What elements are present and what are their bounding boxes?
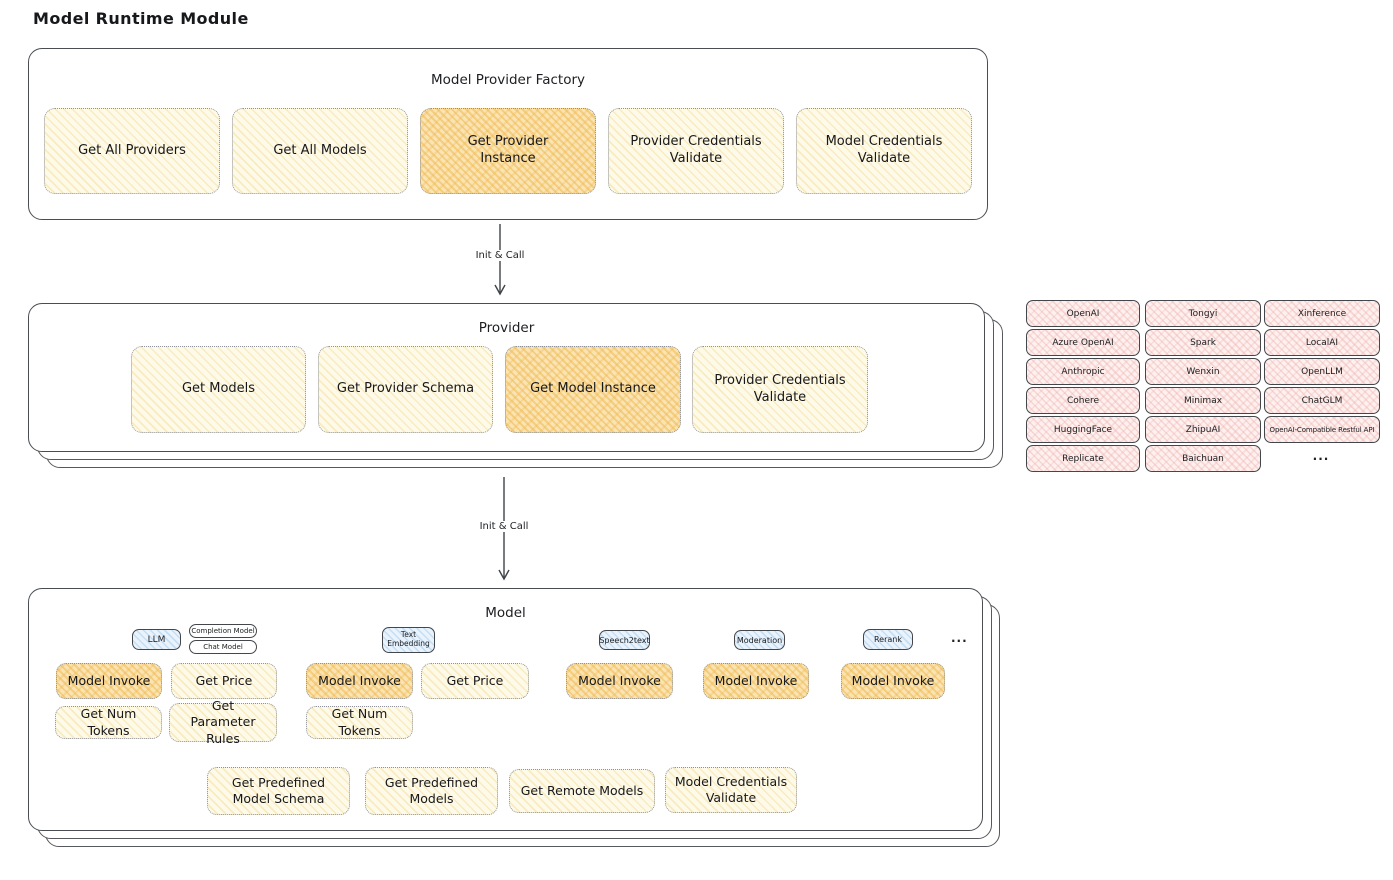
factory-box: Model Provider Factory Get All Providers… [28,48,988,220]
arrow-init-call-1-icon [494,224,506,296]
op-model-credentials-validate: Model Credentials Validate [665,767,797,813]
op-get-predefined-model-schema: Get Predefined Model Schema [207,767,350,815]
factory-get-all-providers: Get All Providers [44,108,220,194]
provider-item-azure-openai: Azure OpenAI [1026,329,1140,356]
provider-title: Provider [478,320,535,336]
tag-chat-model: Chat Model [189,640,257,654]
arrow-2-label: Init & Call [475,521,533,532]
tag-llm: LLM [132,629,181,650]
provider-box: Provider Get Models Get Provider Schema … [28,303,985,452]
provider-item-xinference: Xinference [1264,300,1380,327]
provider-item-zhipuai: ZhipuAI [1145,416,1261,443]
factory-get-provider-instance-label: Get Provider Instance [467,134,549,166]
op-llm-model-invoke: Model Invoke [56,663,162,699]
provider-item-spark: Spark [1145,329,1261,356]
provider-item-openllm: OpenLLM [1264,358,1380,385]
provider-item-tongyi: Tongyi [1145,300,1261,327]
provider-item-openai-compatible: OpenAI-Compatible Restful API [1264,416,1380,443]
model-tags-more-ellipsis: ... [951,631,968,645]
provider-item-wenxin: Wenxin [1145,358,1261,385]
op-moderation-model-invoke: Model Invoke [703,663,809,699]
model-title: Model [485,605,526,621]
factory-provider-credentials-validate: Provider Credentials Validate [608,108,784,194]
providers-more-ellipsis: ... [1312,449,1330,463]
provider-item-openai: OpenAI [1026,300,1140,327]
tag-speech2text: Speech2text [599,630,650,650]
op-rerank-model-invoke: Model Invoke [841,663,945,699]
op-embedding-get-price: Get Price [421,663,529,699]
tag-rerank: Rerank [863,629,913,650]
provider-item-chatglm: ChatGLM [1264,387,1380,414]
op-embedding-model-invoke: Model Invoke [306,663,413,699]
factory-title: Model Provider Factory [430,72,585,88]
tag-moderation: Moderation [734,630,785,650]
provider-item-huggingface: HuggingFace [1026,416,1140,443]
tag-completion-model: Completion Model [189,624,257,638]
arrow-1-label: Init & Call [471,250,529,261]
provider-get-models: Get Models [131,346,306,433]
factory-get-provider-instance: Get Provider Instance [420,108,596,194]
op-get-remote-models: Get Remote Models [509,769,655,813]
model-box: Model LLM Completion Model Chat Model Te… [28,588,983,831]
provider-item-localai: LocalAI [1264,329,1380,356]
op-get-predefined-models: Get Predefined Models [365,767,498,815]
provider-provider-credentials-validate: Provider Credentials Validate [692,346,868,433]
op-embedding-get-num-tokens: Get Num Tokens [306,706,413,739]
provider-item-minimax: Minimax [1145,387,1261,414]
op-llm-get-num-tokens: Get Num Tokens [55,706,162,739]
provider-item-baichuan: Baichuan [1145,445,1261,472]
op-speech2text-model-invoke: Model Invoke [566,663,673,699]
page-title: Model Runtime Module [33,9,249,28]
provider-item-anthropic: Anthropic [1026,358,1140,385]
provider-item-cohere: Cohere [1026,387,1140,414]
op-llm-get-price: Get Price [171,663,277,699]
provider-get-provider-schema: Get Provider Schema [318,346,493,433]
provider-item-replicate: Replicate [1026,445,1140,472]
op-llm-get-parameter-rules: Get Parameter Rules [169,698,277,746]
tag-text-embedding: Text Embedding [382,627,435,653]
provider-get-model-instance: Get Model Instance [505,346,681,433]
factory-get-all-models: Get All Models [232,108,408,194]
factory-model-credentials-validate: Model Credentials Validate [796,108,972,194]
